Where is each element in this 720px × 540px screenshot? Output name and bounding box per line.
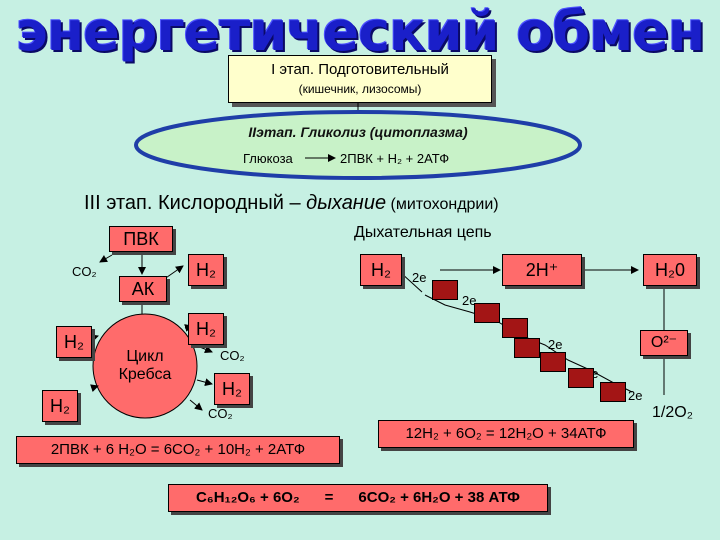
co2-label-mid: CO₂ — [220, 348, 245, 363]
chain-carrier-4 — [514, 338, 540, 358]
resp-chain-title: Дыхательная цепь — [354, 224, 492, 241]
summary-equation: C₆H₁₂O₆ + 6O₂ = 6CO₂ + 6H₂O + 38 АТФ — [168, 484, 548, 512]
stage-3-suffix: (митохондрии) — [386, 196, 499, 213]
chain-equation: 12H₂ + 6O₂ = 12H₂O + 34АТФ — [378, 420, 634, 448]
pvk-box: ПВК — [109, 226, 173, 252]
chain-h2o-box: H₂0 — [643, 254, 697, 286]
ak-box: АК — [119, 276, 167, 302]
chain-e-2: 2е — [462, 293, 477, 308]
h2-box-left-2: H₂ — [42, 390, 78, 422]
stage-2-ellipse — [134, 110, 582, 180]
h2-box-top: H₂ — [188, 254, 224, 286]
stage-1-sub: (кишечник, лизосомы) — [298, 82, 422, 96]
stage-1-label: I этап. Подготовительный — [271, 61, 449, 78]
stage-3-heading: III этап. Кислородный – дыхание (митохон… — [84, 192, 499, 215]
stage-2-label: IIэтап. Гликолиз (цитоплазма) — [248, 124, 468, 140]
chain-hplus-box: 2H⁺ — [502, 254, 582, 286]
krebs-circle — [92, 313, 198, 419]
stage-2-glucose: Глюкоза — [243, 151, 293, 166]
h2-box-low: H₂ — [214, 373, 250, 405]
chain-carrier-5 — [540, 352, 566, 372]
krebs-label: Цикл Кребса — [118, 348, 172, 383]
stage-3-prefix: III этап. Кислородный – — [84, 192, 307, 214]
chain-carrier-3 — [502, 318, 528, 338]
h2-box-mid: H₂ — [188, 313, 224, 345]
chain-e-6: 2е — [628, 388, 643, 403]
stage-2-products: 2ПВК + Н₂ + 2АТФ — [340, 151, 450, 166]
chain-half-o2: 1/2O₂ — [652, 404, 693, 421]
h2-box-left-1: H₂ — [56, 326, 92, 358]
krebs-equation: 2ПВК + 6 Н₂О = 6CO₂ + 10H₂ + 2АТФ — [16, 436, 340, 464]
co2-label-top: CO₂ — [72, 264, 97, 279]
chain-o2minus-box: O²⁻ — [640, 330, 688, 356]
stage-1-box: I этап. Подготовительный (кишечник, лизо… — [228, 55, 492, 103]
chain-carrier-7 — [600, 382, 626, 402]
stage-3-emph: дыхание — [306, 192, 387, 214]
chain-carrier-6 — [568, 368, 594, 388]
chain-h2-box: H₂ — [360, 254, 402, 286]
chain-e-1: 2е — [412, 270, 427, 285]
page-title: энергетический обмен — [15, 0, 705, 63]
co2-label-low: CO₂ — [208, 406, 233, 421]
chain-e-4: 2е — [548, 337, 563, 352]
chain-carrier-1 — [432, 280, 458, 300]
chain-carrier-2 — [474, 303, 500, 323]
